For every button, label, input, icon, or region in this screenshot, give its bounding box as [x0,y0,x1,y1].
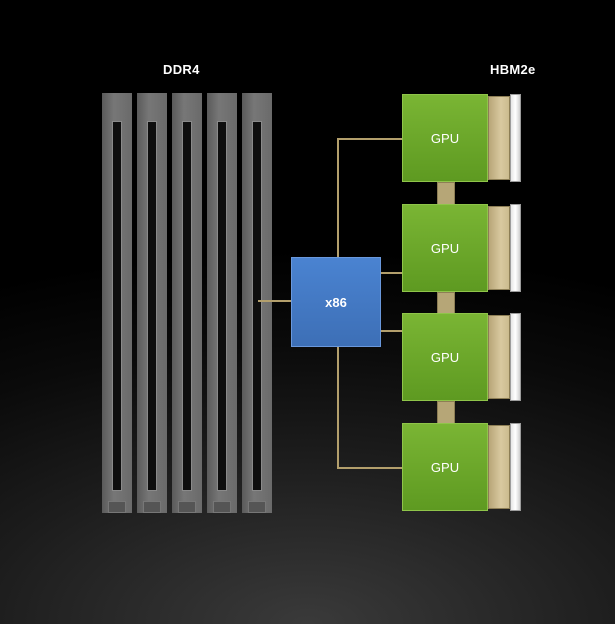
hbm-stack-1 [488,96,510,180]
gpu-1: GPU [402,94,488,182]
gpu-label: GPU [430,240,460,256]
gpu-2: GPU [402,204,488,292]
hbm-stack-4 [488,425,510,509]
ddr4-label: DDR4 [163,62,200,77]
ddr4-cpu-link [258,300,292,302]
cpu-bus-upper [337,138,339,258]
gpu-3: GPU [402,313,488,401]
cpu-gpu3-link [381,330,403,332]
gpu-4: GPU [402,423,488,511]
cpu-bus-lower [337,347,339,468]
cpu-label: x86 [325,294,347,310]
ddr4-dimm-2 [137,93,167,513]
hbm-cap-4 [510,423,521,511]
gpu-label: GPU [430,349,460,365]
hbm-cap-3 [510,313,521,401]
hbm2e-label: HBM2e [490,62,536,77]
gpu-link-1-2 [437,182,455,206]
cpu-gpu2-link [381,272,403,274]
hbm-cap-1 [510,94,521,182]
ddr4-dimm-1 [102,93,132,513]
ddr4-dimm-4 [207,93,237,513]
ddr4-dimm-3 [172,93,202,513]
hbm-stack-3 [488,315,510,399]
gpu-label: GPU [430,459,460,475]
x86-cpu: x86 [291,257,381,347]
cpu-gpu4-link [337,467,403,469]
hbm-cap-2 [510,204,521,292]
hbm-stack-2 [488,206,510,290]
gpu-label: GPU [430,130,460,146]
gpu-link-3-4 [437,401,455,425]
cpu-gpu1-link [337,138,403,140]
ddr4-dimm-5 [242,93,272,513]
